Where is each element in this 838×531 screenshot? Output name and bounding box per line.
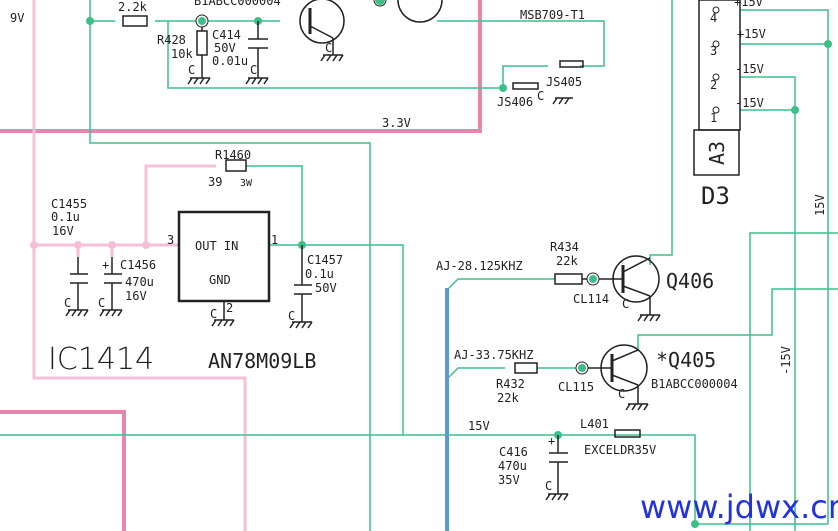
label-9v: 9V [10, 11, 24, 25]
label-a3: A3 [705, 141, 729, 165]
label-r434: R434 [550, 240, 579, 254]
label-aj33: AJ-33.75KHZ [454, 348, 533, 362]
label-conn-m15b: -15V [735, 96, 764, 110]
label-c1456: C1456 [120, 258, 156, 272]
ground-label: C [210, 307, 217, 321]
ground-label: C [188, 63, 195, 77]
label-conn-p15a: +15V [734, 0, 763, 9]
label-r428: R428 [157, 33, 186, 47]
ground-label: C [325, 41, 332, 55]
label-c1457-val: 0.1u [305, 267, 334, 281]
plus-sign: + [102, 258, 109, 272]
label-ic1414: IC1414 [48, 342, 154, 377]
label-r432: R432 [496, 377, 525, 391]
label-l401: L401 [580, 417, 609, 431]
label-c1457-v: 50V [315, 281, 337, 295]
label-c416: C416 [499, 445, 528, 459]
label-c1455-val: 0.1u [51, 210, 80, 224]
label-cl114: CL114 [573, 292, 609, 306]
plus-sign-c416: + [548, 434, 555, 448]
label-r-2k2: 2.2k [118, 0, 148, 14]
label-r1460: R1460 [215, 148, 251, 162]
components [65, 0, 741, 501]
ground-label: C [618, 387, 625, 401]
label-c1457: C1457 [307, 253, 343, 267]
label-c414-v: 50V [214, 41, 236, 55]
label-ic-part: AN78M09LB [208, 349, 316, 373]
label-c1456-val: 470u [125, 275, 154, 289]
label-conn-p15b: +15V [737, 27, 766, 41]
watermark: www.jdwx.cn [640, 488, 838, 526]
ground-label: C [250, 63, 257, 77]
ground-label: C [622, 297, 629, 311]
label-out-in: OUT IN [195, 239, 238, 253]
label-pin3: 3 [167, 233, 174, 247]
label-r428-val: 10k [171, 47, 193, 61]
label-top-part: B1ABCC000004 [194, 0, 281, 8]
label-conn-m15a: -15V [735, 62, 764, 76]
ground-label: C [545, 479, 552, 493]
label-q406: Q406 [666, 269, 714, 293]
label-c416-v: 35V [498, 473, 520, 487]
label-aj28: AJ-28.125KHZ [436, 259, 523, 273]
label-15v: 15V [468, 419, 490, 433]
label-c414-val: 0.01u [212, 54, 248, 68]
label-pin-3: 3 [710, 44, 717, 58]
label-r432-val: 22k [497, 391, 519, 405]
label-r1460-val: 39 [208, 175, 222, 189]
label-q405: *Q405 [656, 348, 716, 372]
label-pin1: 1 [271, 233, 278, 247]
pink-nets [0, 0, 482, 531]
label-gnd: GND [209, 273, 231, 287]
label-pin2: 2 [226, 301, 233, 315]
ground-label: C [64, 296, 71, 310]
label-c414: C414 [212, 28, 241, 42]
label-c1455-v: 16V [52, 224, 74, 238]
label-pin-4: 4 [710, 11, 717, 25]
ground-label: C [288, 309, 295, 323]
label-js405: JS405 [546, 75, 582, 89]
label-c1456-v: 16V [125, 289, 147, 303]
label-3v3: 3.3V [382, 116, 411, 130]
label-l401-part: EXCELDR35V [584, 443, 656, 457]
label-m15v-vertical: -15V [779, 346, 793, 375]
label-js406: JS406 [497, 95, 533, 109]
label-msb709: MSB709-T1 [520, 8, 585, 22]
label-cl115: CL115 [558, 380, 594, 394]
label-d3: D3 [701, 182, 730, 210]
label-c416-val: 470u [498, 459, 527, 473]
label-c1455: C1455 [51, 197, 87, 211]
label-r434-val: 22k [556, 254, 578, 268]
ground-symbols [65, 54, 661, 501]
label-pin-1: 1 [710, 111, 717, 125]
label-q405-part: B1ABCC000004 [651, 377, 738, 391]
ground-label: C [98, 296, 105, 310]
ground-label: C [537, 89, 544, 103]
label-15v-vertical: 15V [813, 194, 827, 216]
label-pin-2: 2 [710, 78, 717, 92]
labels: 9V 2.2k B1ABCC000004 R428 10k C414 50V 0… [10, 0, 838, 526]
label-r1460-w: 3W [240, 178, 253, 189]
